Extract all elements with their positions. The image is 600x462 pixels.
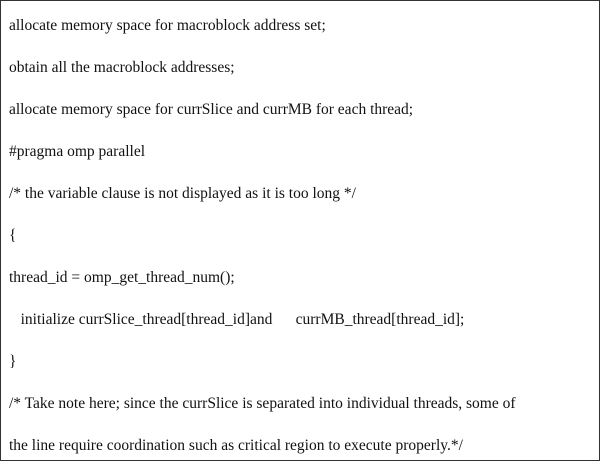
code-line-allocate-address-set: allocate memory space for macroblock add… bbox=[9, 17, 326, 34]
code-line-comment-note-1: /* Take note here; since the currSlice i… bbox=[9, 395, 516, 412]
code-line-initialize: initialize currSlice_thread[thread_id]an… bbox=[9, 311, 465, 328]
code-line-comment-note-2: the line require coordination such as cr… bbox=[9, 437, 463, 454]
code-line-obtain-addresses: obtain all the macroblock addresses; bbox=[9, 59, 235, 76]
code-line-open-brace: { bbox=[9, 227, 17, 244]
code-line-comment-variable-clause: /* the variable clause is not displayed … bbox=[9, 185, 356, 202]
code-line-pragma: #pragma omp parallel bbox=[9, 143, 146, 160]
code-line-thread-id: thread_id = omp_get_thread_num(); bbox=[9, 269, 235, 286]
code-line-allocate-thread-memory: allocate memory space for currSlice and … bbox=[9, 101, 414, 118]
code-line-close-brace: } bbox=[9, 353, 17, 370]
